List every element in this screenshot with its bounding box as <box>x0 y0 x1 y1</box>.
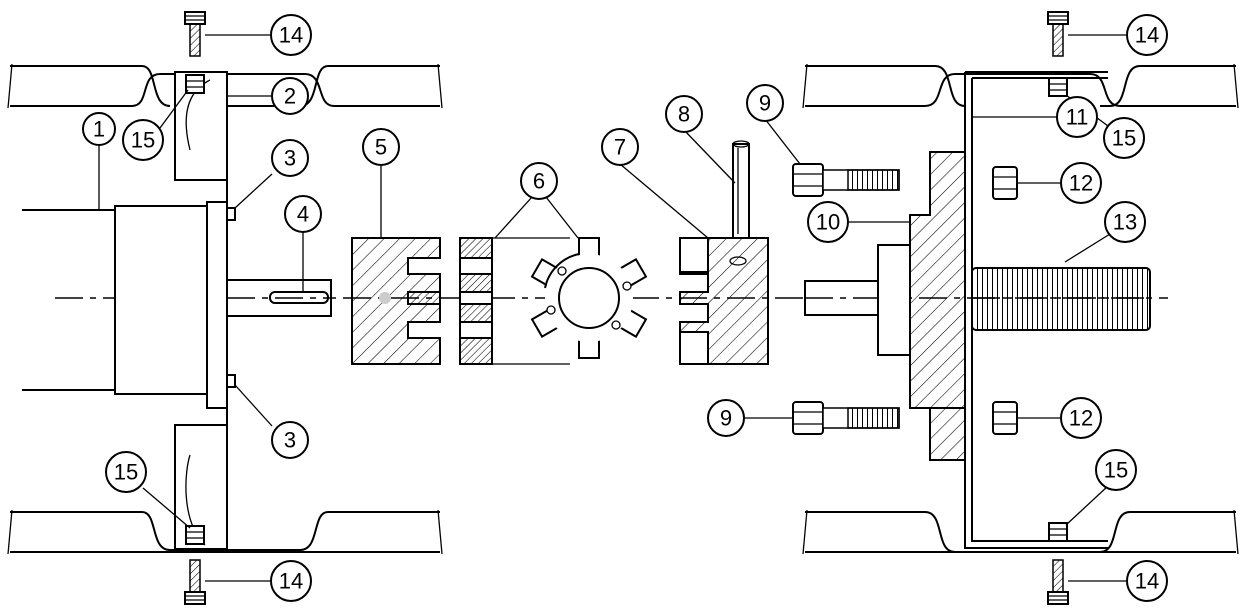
svg-text:15: 15 <box>131 128 155 153</box>
svg-text:14: 14 <box>279 569 303 594</box>
callout-9-top: 9 <box>746 84 784 122</box>
flange-screw-bottom <box>226 374 236 388</box>
spider-side-view <box>459 237 570 365</box>
motor-body <box>22 201 228 409</box>
svg-text:4: 4 <box>297 202 309 227</box>
svg-text:13: 13 <box>1113 210 1137 235</box>
leader-lines <box>98 34 1128 582</box>
callout-13: 13 <box>1104 201 1146 243</box>
svg-text:1: 1 <box>93 117 105 142</box>
callout-4: 4 <box>284 195 322 233</box>
svg-text:2: 2 <box>284 84 296 109</box>
plate-nut-bottom <box>1048 522 1068 542</box>
hub-bolt-bottom <box>792 401 900 435</box>
plate-bolt-nut-upper <box>992 166 1018 200</box>
hub-pin <box>732 140 750 239</box>
callout-3-bottom: 3 <box>271 421 309 459</box>
plate-nut-top <box>1048 77 1068 97</box>
svg-text:14: 14 <box>279 23 303 48</box>
bracket-nut-top <box>185 74 205 94</box>
leader-15-top-left <box>159 89 189 129</box>
bracket-nut-bottom <box>185 525 205 545</box>
callout-3-top: 3 <box>271 139 309 177</box>
callout-15-bottom-left: 15 <box>105 451 147 493</box>
left-frame-top <box>7 63 443 109</box>
anchor-bolt-top-right <box>1047 11 1069 57</box>
svg-text:12: 12 <box>1069 406 1093 431</box>
lead-screw <box>971 267 1151 331</box>
callout-8: 8 <box>665 95 703 133</box>
svg-text:12: 12 <box>1069 171 1093 196</box>
callout-14-top-left: 14 <box>270 14 312 56</box>
right-frame-top <box>802 63 1239 109</box>
callout-14-bottom-left: 14 <box>270 560 312 602</box>
svg-text:6: 6 <box>533 169 545 194</box>
callout-10: 10 <box>807 201 849 243</box>
callout-11: 11 <box>1056 96 1098 138</box>
motor-shaft <box>226 279 332 317</box>
svg-text:7: 7 <box>614 135 626 160</box>
flange-screw-top <box>226 207 236 221</box>
right-frame-bottom <box>802 509 1239 555</box>
callout-2: 2 <box>271 77 309 115</box>
svg-text:3: 3 <box>284 146 296 171</box>
svg-text:15: 15 <box>1104 458 1128 483</box>
callout-7: 7 <box>601 128 639 166</box>
callout-6: 6 <box>520 162 558 200</box>
anchor-bolt-bottom-left <box>184 559 206 605</box>
svg-text:10: 10 <box>816 210 840 235</box>
callout-1: 1 <box>82 112 116 146</box>
anchor-bolt-bottom-right <box>1047 559 1069 605</box>
svg-text:9: 9 <box>720 406 732 431</box>
anchor-bolt-top-left <box>184 11 206 57</box>
svg-text:11: 11 <box>1066 105 1089 130</box>
left-frame-bottom <box>7 509 443 555</box>
callout-9-bottom: 9 <box>707 399 745 437</box>
callout-15-bottom-right: 15 <box>1095 449 1137 491</box>
callout-12-bottom: 12 <box>1060 397 1102 439</box>
leader-15-bottom-left <box>142 487 191 529</box>
hub-bolt-top <box>792 163 900 197</box>
svg-text:8: 8 <box>678 102 690 127</box>
svg-text:14: 14 <box>1135 569 1159 594</box>
svg-text:15: 15 <box>114 460 138 485</box>
svg-text:5: 5 <box>375 135 387 160</box>
callout-5: 5 <box>362 128 400 166</box>
coupling-hub-right <box>679 237 769 365</box>
svg-text:15: 15 <box>1112 126 1136 151</box>
callout-12-top: 12 <box>1060 162 1102 204</box>
spider-front-view <box>530 237 648 359</box>
callout-14-top-right: 14 <box>1126 14 1168 56</box>
coupling-hub-left <box>351 237 441 365</box>
svg-text:3: 3 <box>284 428 296 453</box>
svg-text:14: 14 <box>1135 23 1159 48</box>
callout-15-top-right: 15 <box>1103 117 1145 159</box>
callout-15-top-left: 15 <box>122 119 164 161</box>
callout-14-bottom-right: 14 <box>1126 560 1168 602</box>
plate-bolt-nut-lower <box>992 401 1018 435</box>
bearing-housing <box>804 151 966 461</box>
svg-text:9: 9 <box>759 91 771 116</box>
